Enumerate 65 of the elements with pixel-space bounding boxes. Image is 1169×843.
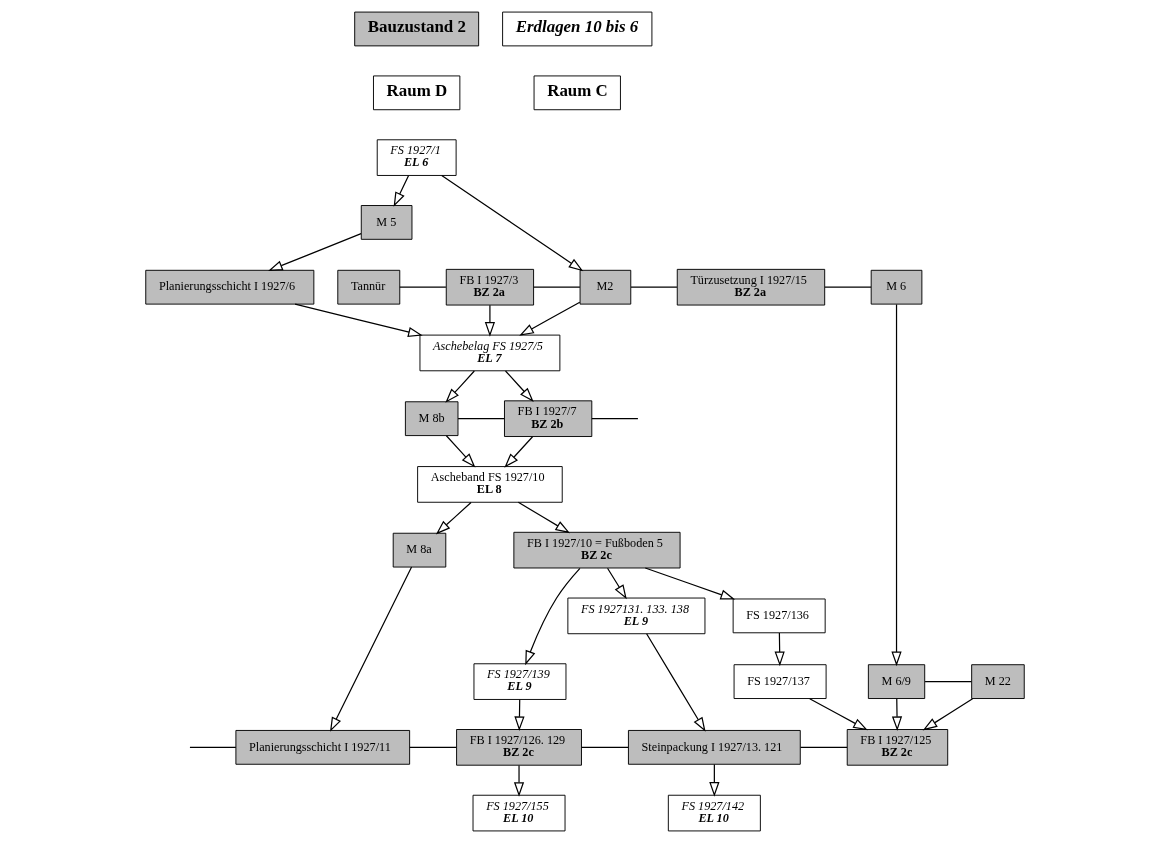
node-box: FB I 1927/126. 129 BZ 2c <box>455 729 582 766</box>
node-box: M 8b <box>404 401 458 437</box>
connector <box>408 746 457 748</box>
node-box: Erdlagen 10 bis 6 <box>501 11 652 47</box>
connector <box>799 746 848 748</box>
node-box: FS 1927/142 EL 10 <box>667 794 761 832</box>
arrow <box>329 566 412 732</box>
connector <box>398 286 447 288</box>
node-box: FS 1927/1 EL 6 <box>376 139 457 176</box>
arrow <box>517 501 570 534</box>
node-box: M2 <box>579 269 631 305</box>
node-box: Planierungsschicht I 1927/6 <box>144 269 314 305</box>
arrow <box>524 567 581 666</box>
connector <box>923 681 972 683</box>
node-box: Steinpackung I 1927/13. 121 <box>627 730 801 765</box>
node-box: FB I 1927/10 = Fußboden 5 BZ 2c <box>512 531 681 569</box>
arrow <box>484 304 495 337</box>
arrow <box>504 370 534 402</box>
node-box: Raum D <box>372 75 460 111</box>
node-box: M 6 <box>870 269 922 305</box>
connector <box>823 286 872 288</box>
arrow <box>890 303 902 667</box>
node-box: Aschebelag FS 1927/5 EL 7 <box>419 334 560 372</box>
connector <box>188 746 236 748</box>
arrow <box>774 632 785 667</box>
connector <box>456 418 505 420</box>
node-box: M 8a <box>392 532 446 568</box>
arrow <box>513 764 524 797</box>
node-box: FB I 1927/7 BZ 2b <box>503 400 592 437</box>
node-box: M 5 <box>360 205 412 240</box>
node-box: FS 1927131. 133. 138 EL 9 <box>566 597 705 635</box>
arrow <box>645 633 706 732</box>
node-box: Tannūr <box>336 269 400 305</box>
arrow <box>267 233 362 271</box>
arrow <box>808 698 868 731</box>
connector <box>532 286 581 288</box>
arrow <box>440 174 583 272</box>
node-box: FS 1927/136 <box>732 598 826 634</box>
arrow <box>891 698 902 732</box>
node-box: Planierungsschicht I 1927/11 <box>234 730 410 765</box>
arrow <box>922 698 973 731</box>
arrow <box>445 435 475 468</box>
node-box: FS 1927/139 EL 9 <box>473 663 566 700</box>
node-box: FB I 1927/3 BZ 2a <box>445 268 534 306</box>
connector <box>629 286 678 288</box>
node-box: Raum C <box>533 75 621 111</box>
node-box: FS 1927/137 <box>733 664 827 699</box>
arrow <box>644 567 735 600</box>
node-box: FS 1927/155 EL 10 <box>472 794 565 832</box>
connector <box>580 746 629 748</box>
arrow <box>435 501 472 535</box>
arrow <box>503 436 533 468</box>
arrow <box>393 175 409 207</box>
node-box: Türzusetzung I 1927/15 BZ 2a <box>676 268 825 306</box>
node-box: Ascheband FS 1927/10 EL 8 <box>416 466 563 503</box>
node-box: Bauzustand 2 <box>353 11 479 47</box>
arrow <box>518 301 580 336</box>
node-box: FB I 1927/125 BZ 2c <box>846 729 948 766</box>
node-box: M 6/9 <box>867 664 925 699</box>
node-box: M 22 <box>970 664 1025 699</box>
arrow <box>294 303 423 337</box>
arrow <box>606 567 627 600</box>
arrow <box>444 370 475 403</box>
connector <box>590 418 639 420</box>
arrow <box>708 763 719 797</box>
